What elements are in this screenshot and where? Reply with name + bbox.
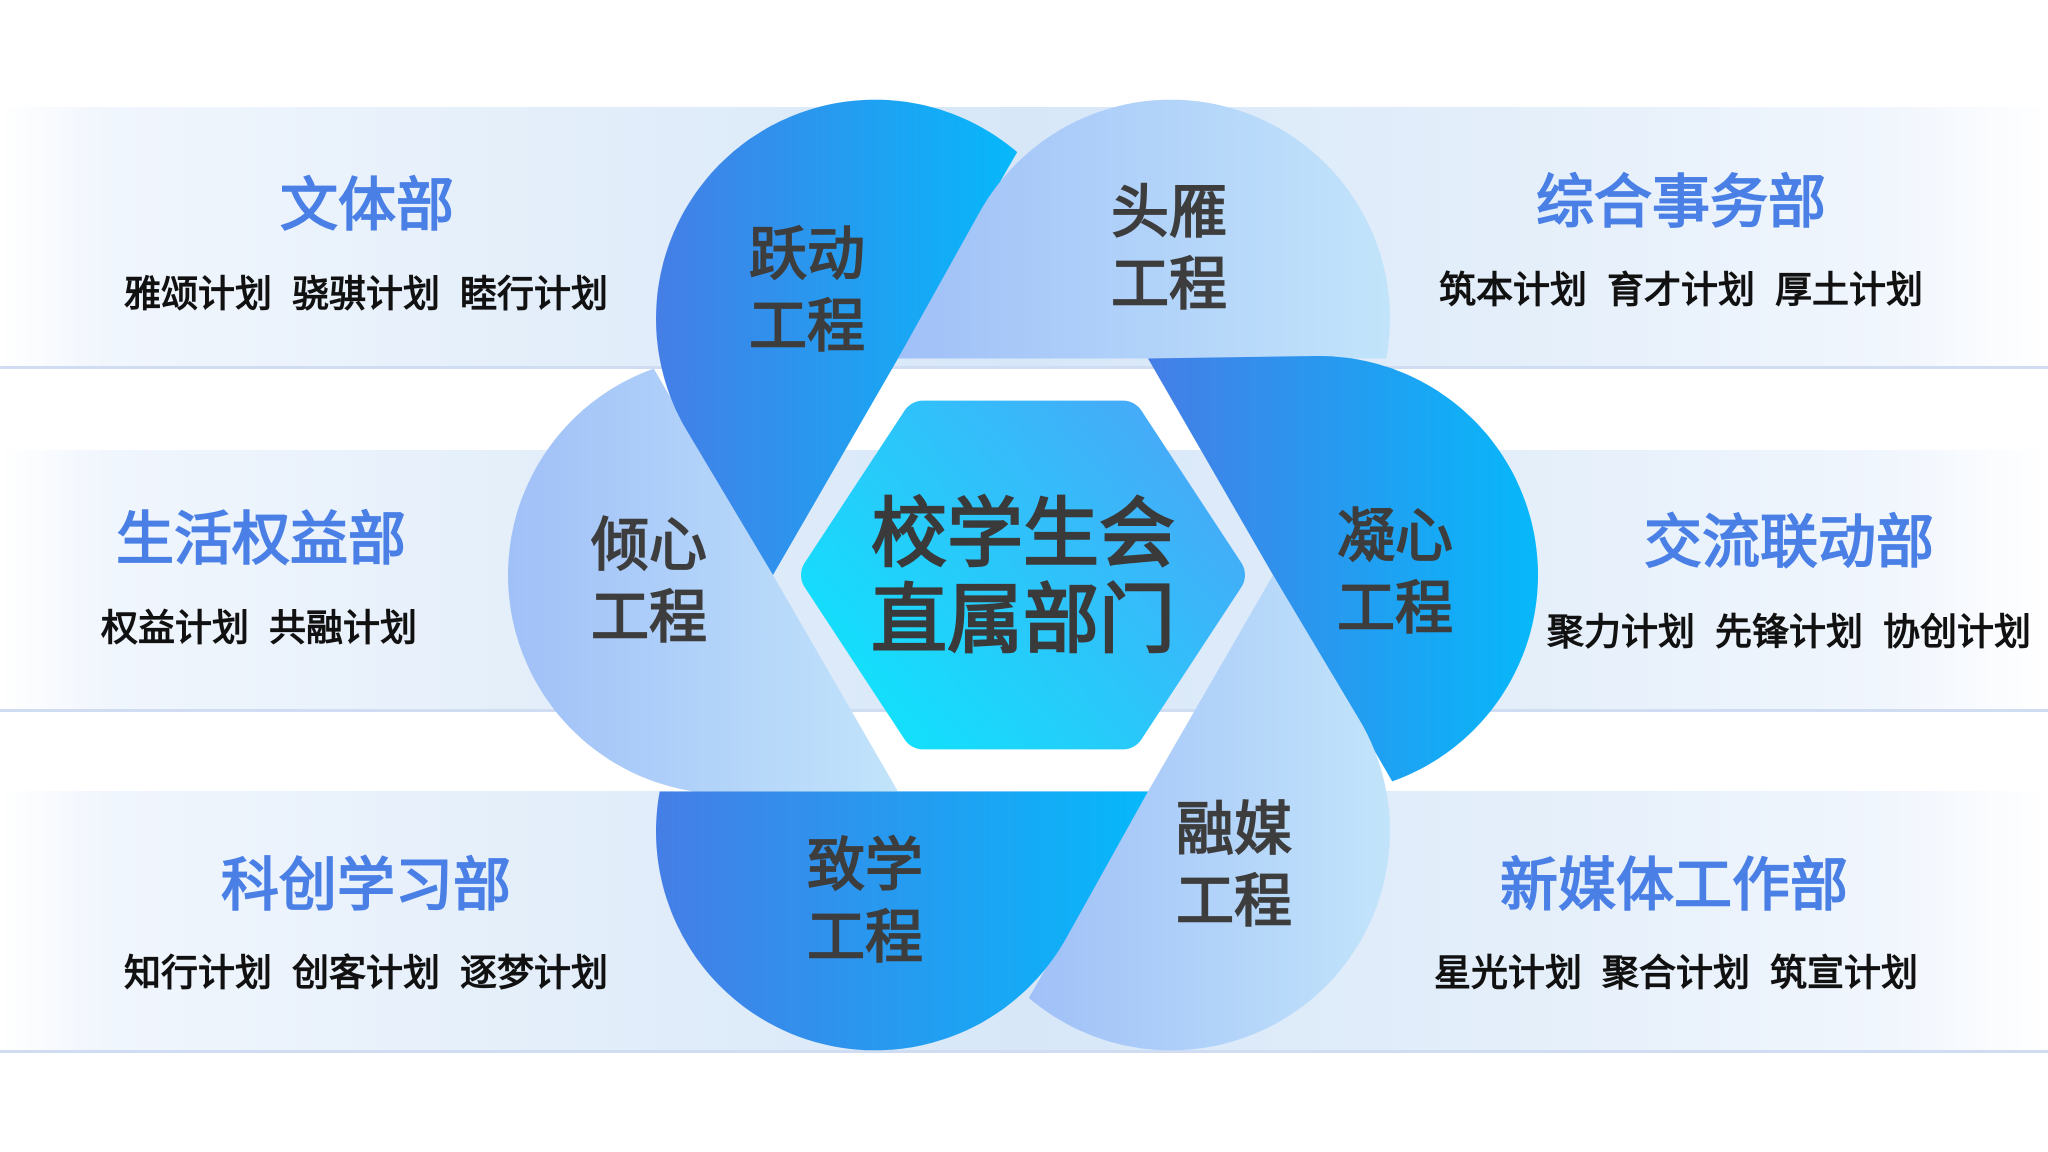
plan: 厚土计划 xyxy=(1775,268,1923,312)
dept-xinmeiti: 新媒体工作部 xyxy=(1500,856,1848,914)
plan: 逐梦计划 xyxy=(460,951,608,995)
dept-jiaoliu-plans: 聚力计划 先锋计划 协创计划 xyxy=(1547,614,2031,651)
project-line2: 工程 xyxy=(748,292,866,360)
dept-title: 交流联动部 xyxy=(1643,508,1935,576)
dept-title: 科创学习部 xyxy=(220,851,512,919)
plan: 知行计划 xyxy=(124,951,272,995)
plan: 睦行计划 xyxy=(460,272,608,316)
project-line1: 致学 xyxy=(806,831,924,899)
dept-zonghe: 综合事务部 xyxy=(1536,173,1826,231)
project-line2: 工程 xyxy=(1175,867,1293,935)
project-yuedong: 跃动工程 xyxy=(749,218,865,362)
center-hexagon xyxy=(801,400,1245,750)
project-touyan: 头雁工程 xyxy=(1111,176,1227,320)
dept-wenti: 文体部 xyxy=(280,176,454,234)
plan: 共融计划 xyxy=(269,606,417,650)
project-line2: 工程 xyxy=(590,583,708,651)
project-line1: 融媒 xyxy=(1175,795,1293,863)
plan: 筑宣计划 xyxy=(1770,951,1918,995)
project-line2: 工程 xyxy=(806,903,924,971)
plan: 星光计划 xyxy=(1434,951,1582,995)
petal-4 xyxy=(1148,356,1538,782)
plan: 创客计划 xyxy=(292,951,440,995)
center-line2: 直属部门 xyxy=(871,575,1175,664)
dept-zonghe-plans: 筑本计划 育才计划 厚土计划 xyxy=(1439,272,1923,309)
dept-jiaoliu: 交流联动部 xyxy=(1644,513,1934,571)
plan: 雅颂计划 xyxy=(124,272,272,316)
dept-shenghuo-plans: 权益计划 共融计划 xyxy=(101,610,417,647)
plan: 权益计划 xyxy=(101,606,249,650)
petal-5 xyxy=(1028,575,1390,1051)
project-ningxin: 凝心工程 xyxy=(1337,500,1453,644)
dept-wenti-plans: 雅颂计划 骁骐计划 睦行计划 xyxy=(124,276,608,313)
dept-kechuang-plans: 知行计划 创客计划 逐梦计划 xyxy=(124,955,608,992)
project-rongmei: 融媒工程 xyxy=(1176,793,1292,937)
project-line1: 凝心 xyxy=(1336,502,1454,570)
dept-xinmeiti-plans: 星光计划 聚合计划 筑宣计划 xyxy=(1434,955,1918,992)
petal-1 xyxy=(508,368,898,794)
project-line1: 倾心 xyxy=(590,511,708,579)
plan: 骁骐计划 xyxy=(292,272,440,316)
dept-title: 生活权益部 xyxy=(115,505,407,573)
plan: 协创计划 xyxy=(1883,610,2031,654)
dept-title: 综合事务部 xyxy=(1535,168,1827,236)
center-line1: 校学生会 xyxy=(871,489,1175,578)
dept-title: 文体部 xyxy=(279,171,455,239)
project-line2: 工程 xyxy=(1110,250,1228,318)
petal-6 xyxy=(656,791,1148,1051)
center-title: 校学生会直属部门 xyxy=(871,491,1175,663)
project-zhixue: 致学工程 xyxy=(807,829,923,973)
petal-2 xyxy=(656,99,1018,575)
plan: 聚力计划 xyxy=(1547,610,1695,654)
dept-title: 新媒体工作部 xyxy=(1499,851,1849,919)
project-line1: 跃动 xyxy=(748,220,866,288)
project-line1: 头雁 xyxy=(1110,178,1228,246)
project-line2: 工程 xyxy=(1336,574,1454,642)
petal-3 xyxy=(898,99,1390,359)
plan: 筑本计划 xyxy=(1439,268,1587,312)
plan: 聚合计划 xyxy=(1602,951,1750,995)
project-qingxin: 倾心工程 xyxy=(591,509,707,653)
plan: 育才计划 xyxy=(1607,268,1755,312)
plan: 先锋计划 xyxy=(1715,610,1863,654)
dept-shenghuo: 生活权益部 xyxy=(116,510,406,568)
dept-kechuang: 科创学习部 xyxy=(221,856,511,914)
